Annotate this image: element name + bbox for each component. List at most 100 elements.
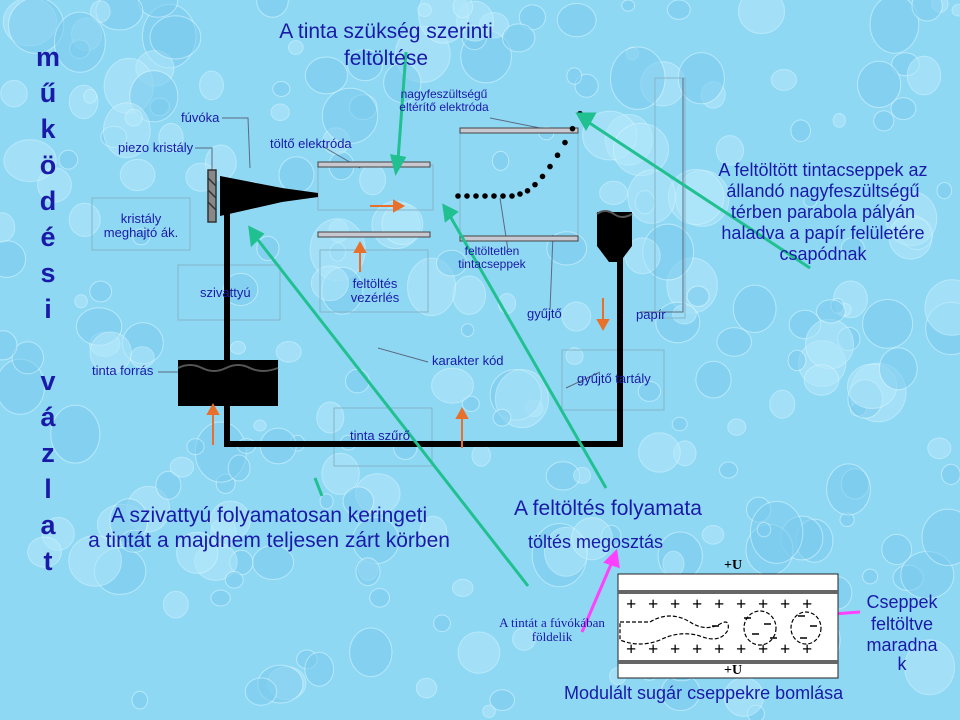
water-drop bbox=[888, 214, 933, 260]
water-drop bbox=[815, 299, 846, 324]
label-deflection-electrode: nagyfeszültségű eltérítő elektróda bbox=[399, 87, 489, 115]
water-drop bbox=[244, 677, 278, 706]
label-ink-filter: tinta szűrő bbox=[350, 428, 410, 443]
water-drop bbox=[566, 67, 583, 85]
heading-line-2: feltöltése bbox=[343, 47, 429, 71]
right-note: A feltöltött tintacseppek az állandó nag… bbox=[718, 160, 928, 265]
water-drop bbox=[862, 299, 914, 349]
water-drop bbox=[686, 285, 710, 307]
plus-charge-mark: + bbox=[802, 594, 812, 614]
plus-charge-mark: + bbox=[626, 639, 636, 659]
water-drop bbox=[230, 340, 246, 355]
water-drop bbox=[256, 235, 280, 261]
water-drop bbox=[624, 237, 661, 275]
plus-charge-mark: + bbox=[758, 594, 768, 614]
filter-box bbox=[333, 407, 433, 467]
water-drop bbox=[169, 456, 195, 478]
water-drop bbox=[58, 149, 79, 170]
modulated-jet-caption: Modulált sugár cseppekre bomlása bbox=[564, 683, 844, 703]
water-drop bbox=[0, 330, 18, 361]
water-drop bbox=[222, 272, 259, 307]
ink-droplet bbox=[562, 139, 568, 146]
water-drop bbox=[502, 23, 536, 53]
water-drop bbox=[556, 3, 597, 38]
water-drop bbox=[667, 0, 691, 20]
water-drop bbox=[270, 103, 290, 122]
water-drop bbox=[342, 486, 375, 517]
water-drop bbox=[715, 135, 745, 166]
water-drop bbox=[50, 404, 101, 464]
water-drop bbox=[482, 704, 496, 718]
water-drop bbox=[840, 237, 865, 259]
water-drop bbox=[878, 347, 918, 391]
water-drop bbox=[803, 194, 818, 208]
ink-droplet bbox=[554, 152, 561, 159]
charge-control-box bbox=[319, 249, 429, 313]
vertical-title-letter: z bbox=[41, 438, 55, 468]
water-drop bbox=[158, 122, 184, 153]
plus-charge-mark: + bbox=[780, 639, 790, 659]
plus-charge-mark: + bbox=[648, 594, 658, 614]
piezo-crystal bbox=[207, 169, 217, 223]
water-drop bbox=[74, 294, 88, 309]
water-drop bbox=[83, 88, 97, 104]
water-drop bbox=[881, 533, 913, 566]
label-charge-electrode: töltő elektróda bbox=[270, 136, 352, 151]
water-drop bbox=[695, 360, 732, 399]
vertical-title-letter: ű bbox=[39, 78, 57, 108]
water-drop bbox=[256, 0, 289, 18]
water-drop bbox=[862, 568, 879, 585]
voltage-bottom-label: +U bbox=[724, 663, 743, 678]
water-drop bbox=[457, 631, 501, 674]
label-paper: papír bbox=[636, 307, 666, 322]
water-drop bbox=[787, 349, 807, 372]
vertical-title-letter bbox=[30, 332, 66, 368]
water-drop bbox=[0, 212, 16, 243]
water-drop bbox=[491, 150, 510, 171]
vertical-title-letter: v bbox=[40, 366, 56, 396]
water-drop bbox=[756, 521, 772, 538]
ink-droplet bbox=[464, 193, 470, 199]
water-drop bbox=[124, 108, 143, 127]
water-drop bbox=[0, 79, 28, 108]
water-drop bbox=[790, 119, 812, 142]
water-drop bbox=[11, 341, 44, 375]
water-drop bbox=[461, 395, 480, 412]
ink-droplet bbox=[569, 125, 576, 132]
paper-outline bbox=[654, 77, 686, 319]
nozzle bbox=[220, 176, 318, 216]
water-drop bbox=[321, 452, 360, 495]
water-drop bbox=[369, 588, 391, 608]
water-drop bbox=[571, 517, 613, 561]
water-drop bbox=[890, 97, 917, 121]
label-uncharged-drops: feltöltetlen tintacseppek bbox=[458, 244, 526, 272]
water-drop bbox=[769, 389, 796, 419]
water-drop bbox=[54, 11, 106, 73]
drops-charged-note: Cseppek feltöltve maradna k bbox=[866, 592, 938, 674]
ink-droplet bbox=[539, 173, 546, 180]
charge-process-title: A feltöltés folyamata bbox=[514, 497, 702, 520]
pump-note: A szivattyú folyamatosan keringeti a tin… bbox=[88, 504, 450, 552]
water-drop bbox=[857, 60, 902, 109]
plus-charge-mark: + bbox=[802, 639, 812, 659]
water-drop bbox=[199, 70, 224, 101]
water-drop bbox=[565, 347, 584, 365]
water-drop bbox=[119, 158, 156, 192]
water-drop bbox=[155, 470, 182, 500]
water-drop bbox=[911, 0, 943, 22]
water-drop bbox=[304, 651, 335, 687]
water-drop bbox=[131, 690, 149, 710]
water-drop bbox=[149, 15, 202, 60]
water-drop bbox=[941, 463, 960, 485]
deflect-electrode-outline bbox=[459, 127, 579, 241]
vertical-title-letter: a bbox=[40, 510, 56, 540]
heading-line-1: A tinta szükség szerinti bbox=[279, 20, 493, 43]
nozzle-ground-note: A tintát a fúvókában földelik bbox=[499, 615, 605, 645]
water-drop bbox=[936, 182, 953, 200]
ink-droplet bbox=[500, 193, 506, 199]
water-drop bbox=[451, 578, 474, 597]
ink-droplet bbox=[473, 193, 479, 199]
vertical-title-letter: t bbox=[43, 546, 53, 576]
water-drop bbox=[210, 589, 231, 607]
